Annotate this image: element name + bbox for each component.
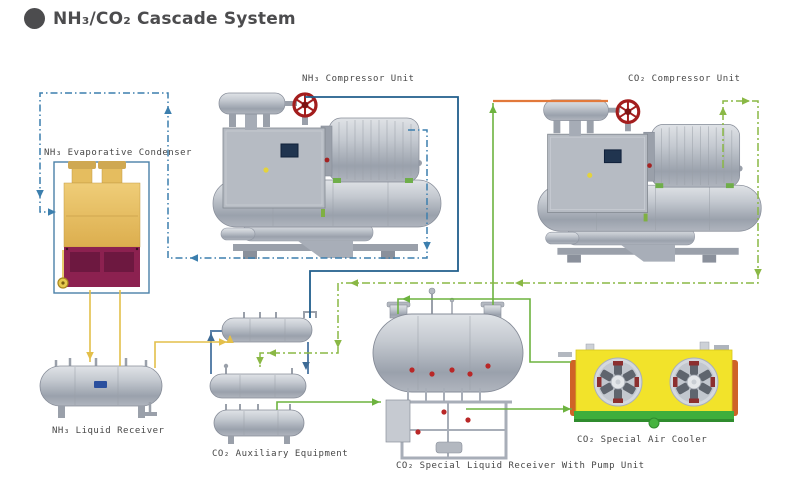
- co2-air-cooler-label: CO₂ Special Air Cooler: [577, 435, 708, 445]
- fan-icon: [669, 357, 719, 407]
- title-text: NH₃/CO₂ Cascade System: [53, 8, 296, 29]
- co2-pump-receiver-label: CO₂ Special Liquid Receiver With Pump Un…: [396, 461, 645, 471]
- co2-auxiliary-equipment-label: CO₂ Auxiliary Equipment: [212, 449, 349, 459]
- co2-auxiliary-equipment: [209, 311, 317, 444]
- nh3-liquid-receiver: [39, 358, 163, 418]
- pump-valve-icons: [409, 363, 491, 435]
- nh3-suction-line: [305, 96, 459, 318]
- evaporative-condenser-label: NH₃ Evaporative Condenser: [44, 148, 192, 158]
- cooler-return-line: [397, 298, 571, 363]
- title-bullet-icon: [24, 8, 45, 29]
- nh3-compressor-label: NH₃ Compressor Unit: [302, 74, 415, 84]
- co2-special-liquid-receiver-pump-unit: [372, 287, 524, 460]
- nh3-liquid-receiver-label: NH₃ Liquid Receiver: [52, 426, 165, 436]
- co2-compressor-label: CO₂ Compressor Unit: [628, 74, 741, 84]
- fan-icon: [593, 357, 643, 407]
- co2-compressor-unit: [536, 98, 763, 265]
- co2-special-air-cooler: [558, 341, 738, 429]
- page-title: NH₃/CO₂ Cascade System: [24, 8, 296, 29]
- nh3-evaporative-condenser: [53, 161, 150, 294]
- nh3-compressor-unit: [211, 91, 443, 261]
